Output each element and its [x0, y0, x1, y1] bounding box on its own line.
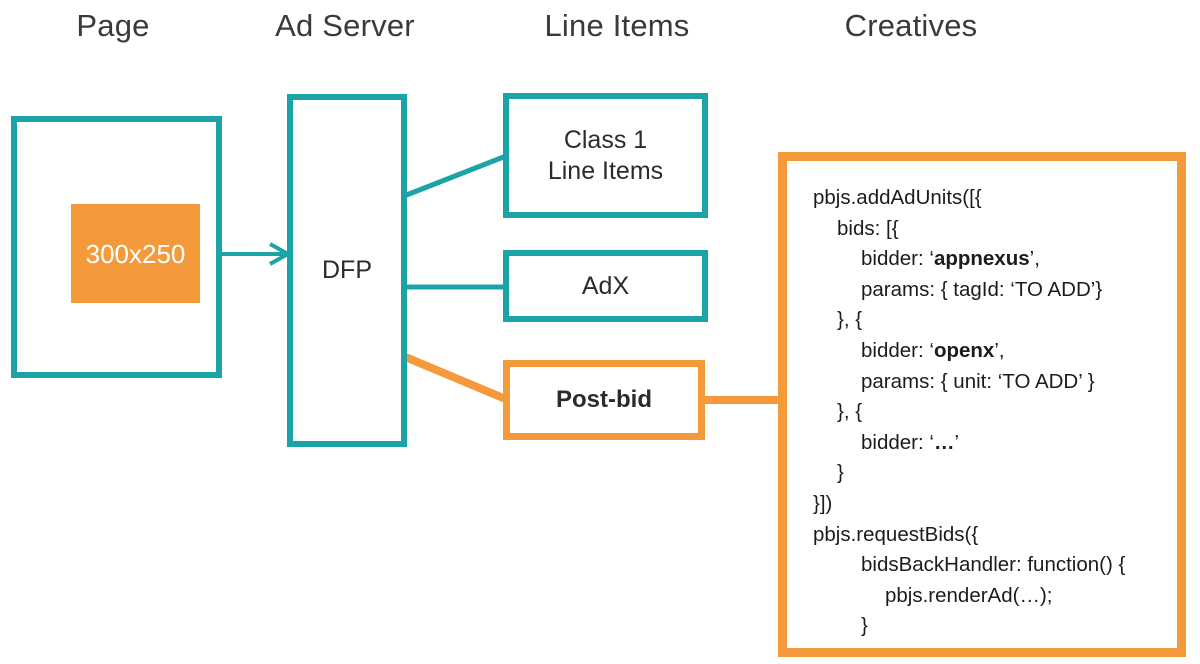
line-item-postbid-label: Post-bid — [556, 386, 652, 414]
line-item-class1-label: Class 1 Line Items — [547, 126, 664, 185]
creative-code-panel[interactable]: pbjs.addAdUnits([{ bids: [{ bidder: ‘appne… — [778, 152, 1186, 657]
code-line: }, { — [837, 308, 863, 332]
code-line: params: { unit: ‘TO ADD’ } — [861, 369, 1095, 393]
creative-code-body: pbjs.addAdUnits([{ bids: [{ bidder: ‘appne… — [813, 183, 1167, 657]
code-line: pbjs.requestBids({ — [813, 522, 979, 546]
line-item-box-adx[interactable]: AdX — [503, 250, 708, 322]
line-item-adx-label: AdX — [581, 271, 630, 300]
line-item-box-class1[interactable]: Class 1 Line Items — [503, 93, 708, 218]
code-line: pbjs.addAdUnits([{ — [813, 186, 982, 209]
creative-slot-300x250[interactable]: 300x250 — [71, 204, 200, 303]
ad-server-box-dfp[interactable]: DFP — [287, 94, 407, 447]
column-heading-ad-server: Ad Server — [275, 8, 415, 43]
column-heading-page: Page — [76, 8, 150, 43]
code-line: params: { tagId: ‘TO ADD’} — [861, 277, 1103, 301]
column-heading-line-items: Line Items — [544, 8, 690, 43]
code-line: bidder: ‘appnexus’, — [861, 247, 1040, 271]
code-line: bidsBackHandler: function() { — [861, 553, 1126, 577]
code-line: bidder: ‘openx’, — [861, 338, 1005, 362]
line-item-box-postbid[interactable]: Post-bid — [503, 360, 705, 440]
creative-slot-label: 300x250 — [85, 238, 186, 269]
code-line: pbjs.renderAd(…); — [885, 583, 1053, 607]
connector-dfp-to-class1 — [403, 153, 507, 199]
column-heading-creatives: Creatives — [844, 8, 978, 43]
code-line: bids: [{ — [837, 216, 899, 240]
connector-dfp-to-postbid — [401, 352, 510, 404]
code-line: }); — [813, 644, 833, 657]
code-line: }]) — [813, 491, 833, 515]
ad-server-label: DFP — [322, 256, 372, 285]
code-line: }, { — [837, 400, 863, 424]
code-line: bidder: ‘…’ — [861, 430, 959, 454]
code-line: } — [837, 461, 844, 485]
code-line: } — [861, 614, 868, 638]
